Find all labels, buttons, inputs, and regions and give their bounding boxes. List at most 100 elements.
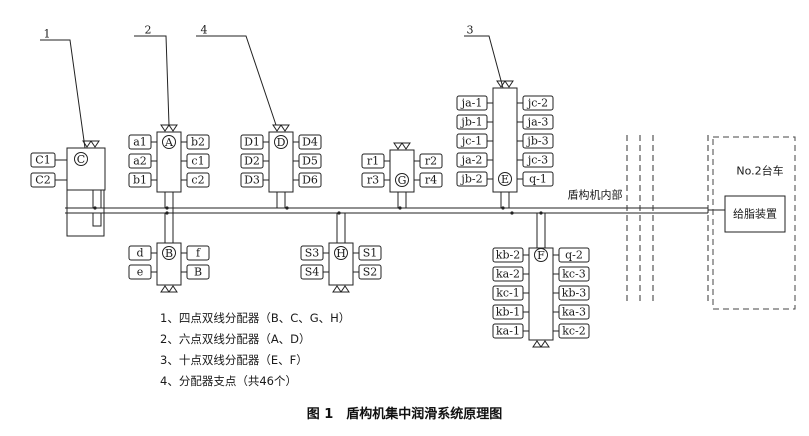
distributor-E-outlet-left-2: jc-1	[460, 135, 482, 148]
distributor-E-body	[492, 87, 518, 193]
support-point-8	[539, 211, 543, 215]
distributor-B-outlet-right-0: f	[196, 247, 201, 260]
distributor-A-outlet-left-0: a1	[133, 136, 147, 149]
trolley-label: No.2台车	[736, 164, 783, 178]
distributor-F-outlet-left-0: kb-2	[496, 249, 520, 262]
support-point-0	[93, 206, 97, 210]
distributor-E-outlet-right-2: jb-3	[525, 135, 548, 148]
grease-device-label: 给脂装置	[733, 207, 777, 221]
distributor-E-outlet-right-0: jc-2	[526, 97, 548, 110]
legend-item-2: 2、六点双线分配器（A、D）	[160, 332, 311, 346]
support-point-5	[510, 211, 514, 215]
distributor-H-outlet-left-1: S4	[305, 266, 320, 279]
distributor-A-outlet-right-1: c1	[191, 155, 204, 168]
callout-4-leader	[196, 35, 277, 126]
distributor-A-outlet-right-2: c2	[191, 174, 204, 187]
distributor-B-label-circle	[162, 246, 176, 260]
distributor-D-outlet-right-1: D5	[302, 155, 318, 168]
distributor-B-label: B	[165, 247, 173, 260]
distributor-C-outlet-left-0: C1	[35, 154, 50, 167]
callout-3-number: 3	[467, 24, 474, 37]
support-point-3	[398, 206, 402, 210]
distributor-F-outlet-left-3: kb-1	[496, 306, 520, 319]
distributor-F-outlet-right-2: kb-3	[562, 287, 586, 300]
callout-2-number: 2	[145, 24, 152, 37]
distributor-H-label: H	[336, 247, 346, 260]
distributor-D-fitting-icon	[272, 124, 290, 132]
distributor-H-outlet-right-0: S1	[363, 247, 378, 260]
callout-4-number: 4	[201, 24, 208, 37]
distributor-H-label-circle	[334, 246, 348, 260]
distributor-E-outlet-left-1: jb-1	[459, 116, 482, 129]
support-point-1	[165, 206, 169, 210]
distributor-F-outlet-right-0: q-2	[565, 249, 583, 262]
distributor-A-outlet-left-1: a2	[133, 155, 147, 168]
distributor-F-outlet-right-1: kc-3	[562, 268, 586, 281]
legend: 1、四点双线分配器（B、C、G、H） 2、六点双线分配器（A、D） 3、十点双线…	[160, 308, 350, 392]
distributor-B-outlet-left-0: d	[136, 247, 143, 260]
distributor-A-label-circle	[162, 135, 176, 149]
support-point-4	[501, 206, 505, 210]
distributor-E-outlet-left-3: ja-2	[460, 154, 483, 167]
distributor-F-label-circle	[534, 248, 548, 262]
distributor-E-label: E	[501, 173, 509, 186]
distributor-H-outlet-left-0: S3	[305, 247, 320, 260]
distributor-D-outlet-left-2: D3	[244, 174, 260, 187]
distributor-A-fitting-icon	[160, 124, 178, 132]
distributor-C-fitting-icon	[82, 140, 100, 148]
grease-device-box	[724, 195, 786, 233]
distributor-E-outlet-left-4: jb-2	[459, 173, 482, 186]
distributor-E-outlet-right-4: q-1	[529, 173, 547, 186]
distributor-E-fitting-icon	[496, 80, 514, 88]
legend-item-4: 4、分配器支点（共46个）	[160, 374, 297, 388]
distributor-B-fitting-icon	[160, 285, 178, 293]
figure-caption: 图 1 盾构机集中润滑系统原理图	[306, 407, 503, 422]
distributor-E-label-circle	[498, 172, 512, 186]
callout-2-leader	[134, 35, 170, 126]
distributor-C-return-pipe	[66, 190, 105, 237]
distributor-E-outlet-right-3: jc-3	[526, 154, 548, 167]
distributor-G-outlet-right-1: r4	[425, 174, 437, 187]
distributor-H-outlet-right-1: S2	[363, 266, 378, 279]
inside-machine-label: 盾构机内部	[568, 188, 623, 202]
distributor-C-outlet-left-1: C2	[35, 174, 50, 187]
callout-1-number: 1	[44, 28, 51, 41]
distributor-A-outlet-left-2: b1	[133, 174, 147, 187]
distributor-F-body	[528, 247, 554, 341]
distributor-D-outlet-right-2: D6	[302, 174, 318, 187]
distributor-A-label: A	[164, 136, 174, 149]
legend-item-1: 1、四点双线分配器（B、C、G、H）	[160, 311, 351, 325]
distributor-A-outlet-right-0: b2	[191, 136, 205, 149]
distributor-G-outlet-right-0: r2	[425, 155, 437, 168]
trolley-frame	[712, 136, 796, 310]
distributor-C-label-circle	[74, 152, 88, 166]
callout-3-leader	[464, 35, 504, 89]
distributor-F-fitting-icon	[532, 340, 550, 348]
distributor-E-outlet-left-0: ja-1	[460, 97, 483, 110]
distributor-F-outlet-left-2: kc-1	[496, 287, 520, 300]
distributor-D-outlet-left-1: D2	[244, 155, 260, 168]
branch-C-loop	[92, 213, 102, 227]
distributor-G-outlet-left-1: r3	[367, 174, 379, 187]
distributor-F-label: F	[537, 249, 545, 262]
distributor-D-label-circle	[274, 135, 288, 149]
support-point-7	[165, 211, 169, 215]
distributor-D-outlet-right-0: D4	[302, 136, 318, 149]
distributor-C-label: C	[77, 153, 85, 166]
distributor-F-outlet-left-1: ka-2	[496, 268, 520, 281]
distributor-G-fitting-icon	[393, 142, 411, 150]
distributor-G-label-circle	[395, 173, 409, 187]
distributor-E-outlet-right-1: ja-3	[526, 116, 549, 129]
distributor-B-outlet-right-1: B	[194, 266, 202, 279]
distributor-F-outlet-left-4: ka-1	[496, 325, 520, 338]
distributor-D-outlet-left-0: D1	[244, 136, 260, 149]
distributor-G-outlet-left-0: r1	[367, 155, 379, 168]
distributor-F-outlet-right-3: ka-3	[562, 306, 586, 319]
callout-1-leader	[40, 39, 86, 149]
support-point-2	[285, 206, 289, 210]
distributor-F-outlet-right-4: kc-2	[562, 325, 586, 338]
distributor-D-label: D	[277, 136, 286, 149]
legend-item-3: 3、十点双线分配器（E、F）	[160, 353, 308, 367]
distributor-H-fitting-icon	[332, 285, 350, 293]
